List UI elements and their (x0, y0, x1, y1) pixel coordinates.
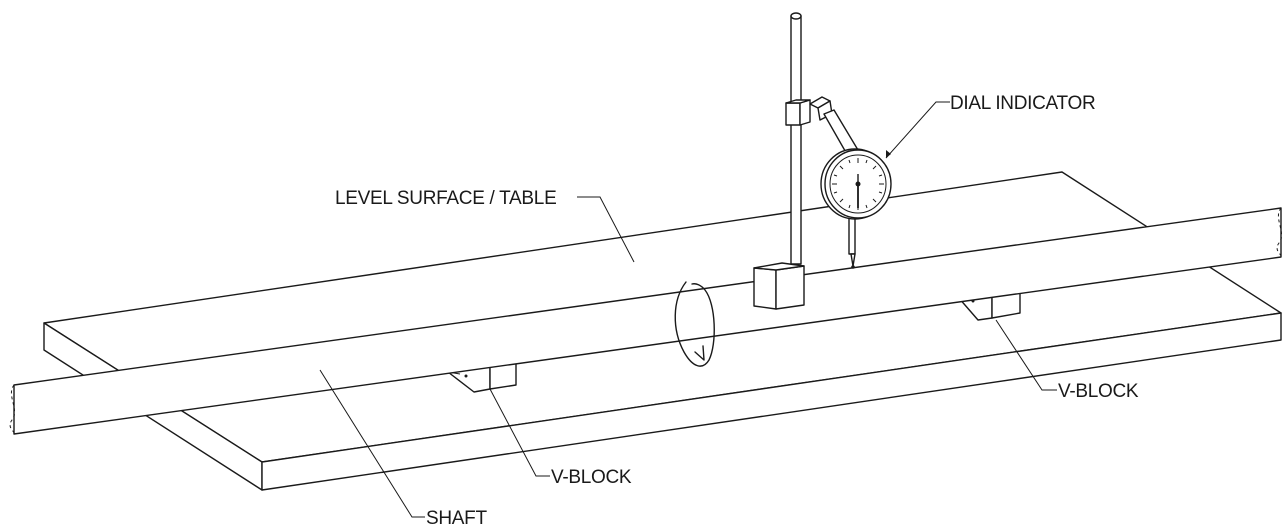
leader-lines (319, 101, 1057, 518)
label-v-block-right: V-BLOCK (1058, 381, 1139, 402)
label-level-surface: LEVEL SURFACE / TABLE (335, 188, 556, 209)
dial-indicator (820, 148, 892, 269)
label-v-block-left: V-BLOCK (551, 467, 632, 488)
label-dial-indicator: DIAL INDICATOR (950, 93, 1095, 114)
shaft (9, 207, 1283, 435)
rotation-arrow-icon (674, 281, 715, 367)
magnetic-stand (753, 12, 859, 310)
label-shaft: SHAFT (426, 508, 487, 529)
